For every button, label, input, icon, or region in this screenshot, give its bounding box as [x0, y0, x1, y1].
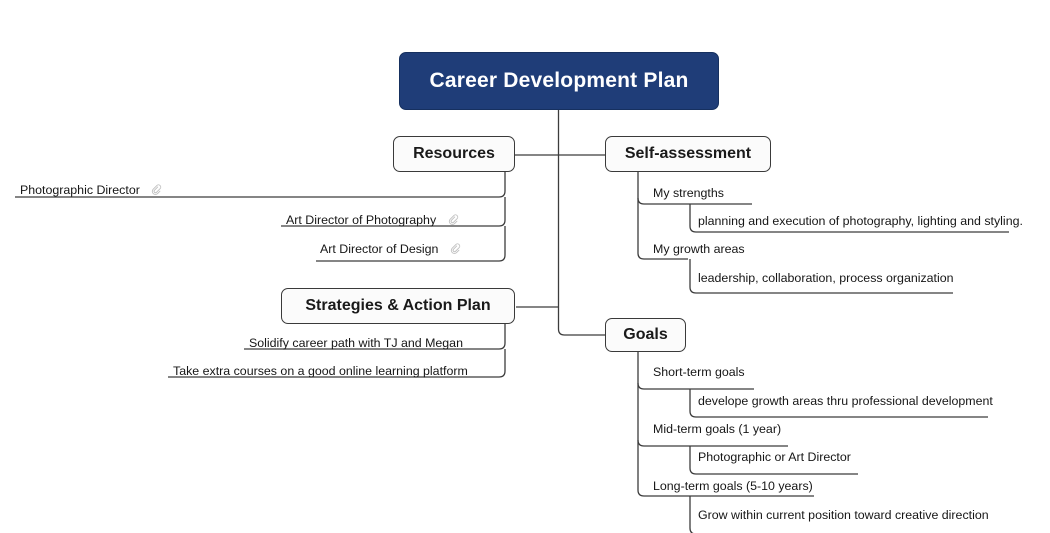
leaf-art-director-of-photography[interactable]: Art Director of Photography [286, 213, 459, 229]
leaf-short-term-goals[interactable]: Short-term goals [653, 365, 745, 380]
leaf-take-extra-courses-label: Take extra courses on a good online lear… [173, 364, 468, 378]
leaf-long-term-goals-detail[interactable]: Grow within current position toward crea… [698, 508, 989, 523]
branch-node-resources-label: Resources [413, 145, 495, 162]
leaf-art-director-of-design[interactable]: Art Director of Design [320, 242, 461, 258]
leaf-solidify-career-path[interactable]: Solidify career path with TJ and Megan [249, 336, 463, 351]
leaf-my-strengths[interactable]: My strengths [653, 186, 724, 201]
leaf-art-director-of-design-label: Art Director of Design [320, 242, 439, 256]
leaf-my-strengths-label: My strengths [653, 186, 724, 200]
root-node-career-development-plan[interactable]: Career Development Plan [399, 52, 719, 110]
leaf-short-term-goals-detail[interactable]: develope growth areas thru professional … [698, 394, 993, 409]
attachment-icon[interactable] [151, 184, 162, 199]
branch-node-strategies-action-plan[interactable]: Strategies & Action Plan [281, 288, 515, 324]
leaf-mid-term-goals-detail-label: Photographic or Art Director [698, 450, 851, 464]
leaf-short-term-goals-detail-label: develope growth areas thru professional … [698, 394, 993, 408]
leaf-growth-areas-detail[interactable]: leadership, collaboration, process organ… [698, 271, 954, 286]
attachment-icon[interactable] [450, 243, 461, 258]
leaf-strengths-detail-label: planning and execution of photography, l… [698, 214, 1023, 228]
leaf-solidify-career-path-label: Solidify career path with TJ and Megan [249, 336, 463, 350]
leaf-mid-term-goals[interactable]: Mid-term goals (1 year) [653, 422, 781, 437]
branch-node-goals[interactable]: Goals [605, 318, 686, 352]
branch-node-self-assessment[interactable]: Self-assessment [605, 136, 771, 172]
branch-node-self-assessment-label: Self-assessment [624, 145, 752, 162]
leaf-long-term-goals-label: Long-term goals (5-10 years) [653, 479, 813, 493]
leaf-my-growth-areas[interactable]: My growth areas [653, 242, 745, 257]
attachment-icon[interactable] [448, 214, 459, 229]
root-node-label: Career Development Plan [429, 69, 689, 92]
leaf-growth-areas-detail-label: leadership, collaboration, process organ… [698, 271, 954, 285]
leaf-mid-term-goals-label: Mid-term goals (1 year) [653, 422, 782, 436]
branch-node-resources[interactable]: Resources [393, 136, 515, 172]
leaf-strengths-detail[interactable]: planning and execution of photography, l… [698, 214, 1023, 229]
leaf-photographic-director[interactable]: Photographic Director [20, 183, 162, 199]
leaf-long-term-goals-detail-label: Grow within current position toward crea… [698, 508, 989, 522]
leaf-photographic-director-label: Photographic Director [20, 183, 140, 197]
leaf-mid-term-goals-detail[interactable]: Photographic or Art Director [698, 450, 851, 465]
branch-node-strategies-action-plan-label: Strategies & Action Plan [305, 297, 491, 314]
branch-node-goals-label: Goals [623, 326, 668, 343]
leaf-short-term-goals-label: Short-term goals [653, 365, 745, 379]
leaf-take-extra-courses[interactable]: Take extra courses on a good online lear… [173, 364, 468, 379]
leaf-my-growth-areas-label: My growth areas [653, 242, 745, 256]
leaf-long-term-goals[interactable]: Long-term goals (5-10 years) [653, 479, 813, 494]
leaf-art-director-of-photography-label: Art Director of Photography [286, 213, 437, 227]
